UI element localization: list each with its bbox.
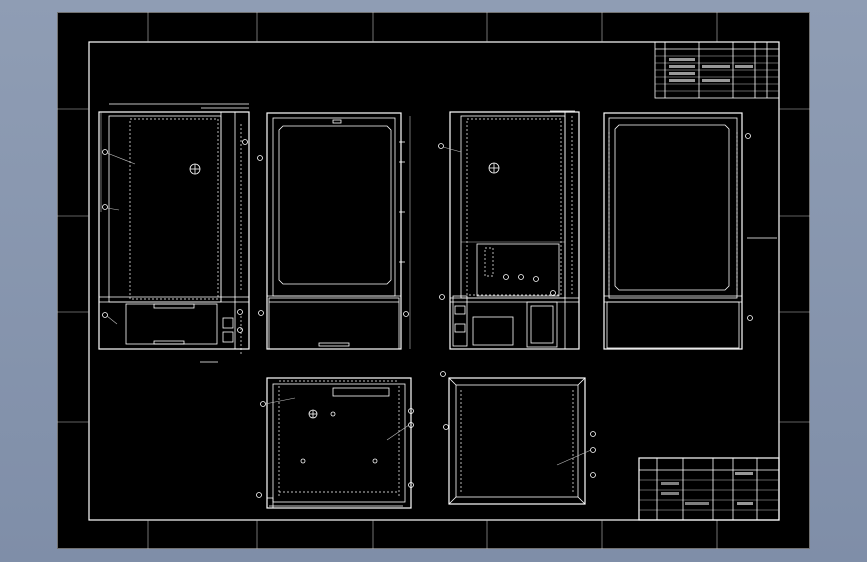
drawing-frame	[88, 41, 780, 521]
engineering-drawing	[57, 12, 810, 549]
top-plate-view	[256, 377, 414, 509]
title-block	[638, 457, 780, 521]
front-view	[98, 103, 250, 363]
sheet-trim-border	[57, 12, 810, 549]
side-view	[438, 110, 580, 350]
inner-view	[257, 112, 411, 350]
rear-view	[603, 112, 777, 350]
drawing-canvas	[57, 12, 810, 549]
revision-table	[654, 41, 780, 99]
zone-ticks	[57, 12, 810, 549]
bottom-plate-view	[440, 371, 596, 505]
